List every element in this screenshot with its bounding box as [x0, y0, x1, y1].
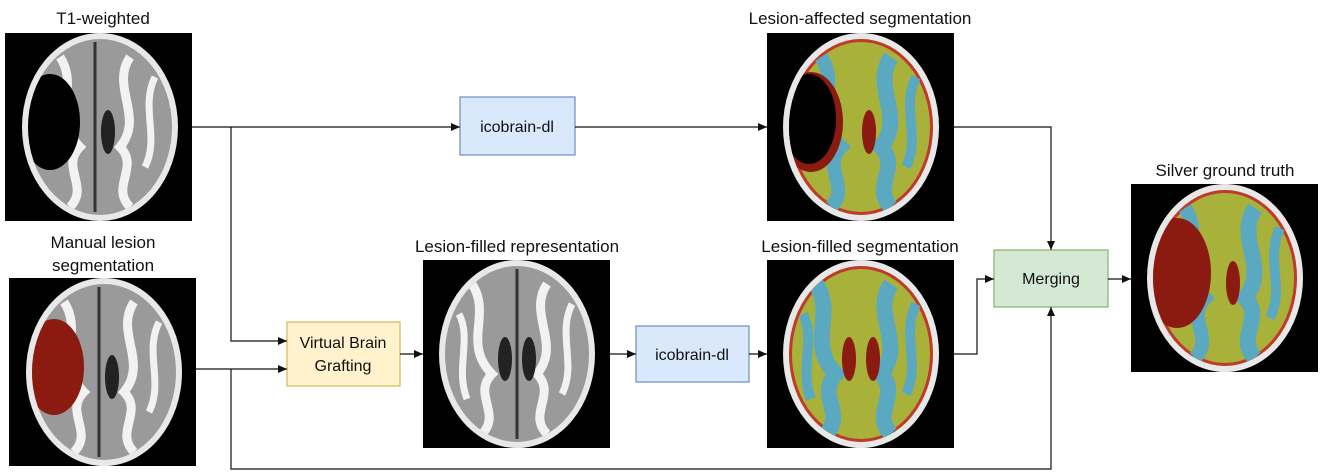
merging-box: Merging	[993, 249, 1109, 308]
edge-manual-to-merging	[230, 307, 1055, 470]
silver-ground-truth-image	[1131, 184, 1318, 372]
merging-box-rect	[993, 249, 1109, 308]
manual-lesion-label-line1: Manual lesion	[51, 233, 156, 252]
virtual-brain-grafting-box: Virtual Brain Grafting	[286, 321, 401, 387]
lesion-filled-segmentation-image	[767, 260, 954, 448]
silver-ground-truth-label: Silver ground truth	[1156, 161, 1295, 180]
icobrain-dl-box-bottom-rect	[635, 325, 750, 383]
virtual-brain-grafting-label-line1: Virtual Brain	[300, 335, 387, 352]
icobrain-dl-box-top: icobrain-dl	[459, 96, 576, 156]
lesion-filled-representation-label: Lesion-filled representation	[415, 237, 619, 256]
edge-lesion-filled-to-merging	[954, 275, 994, 355]
merging-label: Merging	[1022, 271, 1080, 288]
lesion-filled-segmentation-label: Lesion-filled segmentation	[761, 237, 959, 256]
edge-t1-to-virtual-brain-grafting	[230, 127, 287, 345]
lesion-affected-segmentation-image	[767, 33, 954, 221]
lesion-affected-segmentation-label: Lesion-affected segmentation	[749, 9, 972, 28]
icobrain-dl-box-top-rect	[459, 96, 576, 156]
t1-weighted-label: T1-weighted	[56, 9, 150, 28]
virtual-brain-grafting-box-rect	[286, 321, 401, 387]
virtual-brain-grafting-label-line2: Grafting	[315, 358, 372, 375]
manual-lesion-segmentation-image	[9, 278, 196, 466]
icobrain-dl-top-label: icobrain-dl	[480, 119, 554, 136]
edge-lesion-affected-to-merging	[954, 126, 1055, 250]
t1-weighted-image	[5, 33, 192, 221]
icobrain-dl-bottom-label: icobrain-dl	[655, 347, 729, 364]
lesion-filled-representation-image	[423, 260, 610, 448]
icobrain-dl-box-bottom: icobrain-dl	[635, 325, 750, 383]
manual-lesion-label-line2: segmentation	[52, 256, 154, 275]
